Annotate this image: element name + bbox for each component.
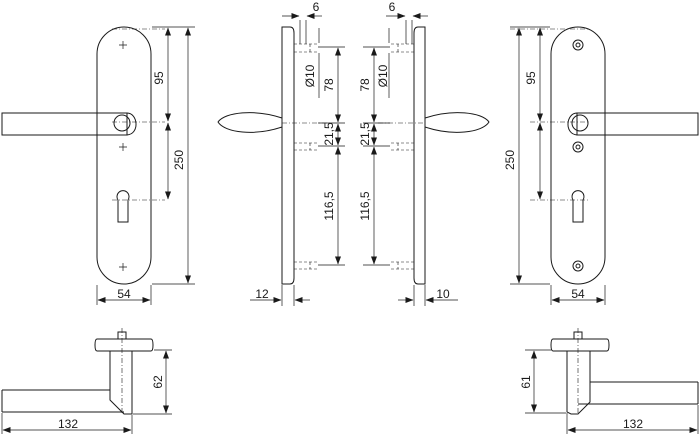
dim-54-left: 54 <box>117 287 131 301</box>
handle-neck-right <box>566 351 591 415</box>
lever-arm-right <box>576 112 699 136</box>
dim-95-left: 95 <box>152 71 166 85</box>
dim-132-right: 132 <box>623 417 643 431</box>
handle-neck-left <box>109 351 133 415</box>
dim-250-right: 250 <box>503 150 517 170</box>
backplate-left <box>96 26 152 285</box>
dim-d10-right: Ø10 <box>376 64 390 87</box>
plate-profile-right <box>413 26 426 285</box>
cylinder-hole-right <box>571 190 585 223</box>
lever-arm-left <box>1 112 128 136</box>
side-view-left: 6 Ø10 78 21,5 116,5 12 <box>217 0 345 306</box>
dim-54-right: 54 <box>571 287 585 301</box>
dim-10-right: 10 <box>436 287 450 301</box>
plate-profile-left <box>281 26 295 285</box>
dim-116-5-left: 116,5 <box>322 191 336 220</box>
handle-grip-left <box>1 389 124 413</box>
dim-61: 61 <box>519 375 533 389</box>
dim-6-right: 6 <box>389 0 396 14</box>
dim-132-left: 132 <box>58 417 78 431</box>
dim-116-5-right: 116,5 <box>358 191 372 220</box>
dim-78-right: 78 <box>358 78 372 92</box>
front-view-right: 95 250 54 <box>503 26 699 305</box>
dim-95-right: 95 <box>524 71 538 85</box>
dim-21-5-right: 21,5 <box>358 122 372 146</box>
lever-rose-left <box>126 112 137 136</box>
handle-top-view-right: 61 132 <box>519 328 699 434</box>
dim-78-left: 78 <box>322 78 336 92</box>
handle-top-view-left: 62 132 <box>1 328 172 434</box>
handle-grip-right <box>578 381 699 405</box>
cylinder-hole-left <box>116 190 130 223</box>
dim-d10-left: Ø10 <box>303 64 317 87</box>
front-view-left: 95 250 54 <box>1 26 195 305</box>
dim-12-left: 12 <box>255 287 269 301</box>
dim-6-left: 6 <box>313 0 320 14</box>
dim-21-5-left: 21,5 <box>322 122 336 146</box>
lever-rose-right <box>567 112 578 136</box>
backplate-right <box>550 26 606 285</box>
lever-profile-left <box>217 112 283 133</box>
dim-250-left: 250 <box>172 150 186 170</box>
dim-62: 62 <box>151 375 165 389</box>
lever-profile-right <box>424 112 490 133</box>
side-view-right: 6 Ø10 78 21,5 116,5 10 <box>358 0 490 306</box>
